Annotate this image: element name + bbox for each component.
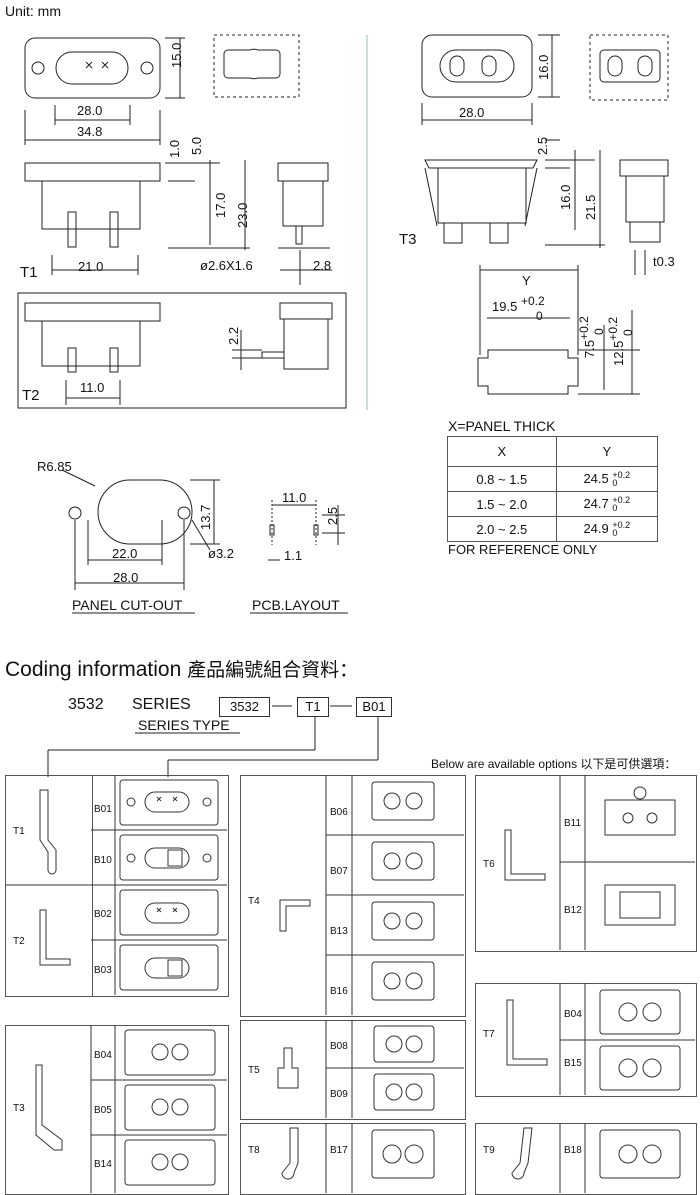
option-group-t5 — [240, 1020, 466, 1120]
option-code: B16 — [330, 986, 348, 997]
option-code: B04 — [564, 1009, 582, 1020]
t1-socket-outline — [55, 51, 129, 85]
option-group-t4 — [240, 775, 466, 1017]
ref-table-header-y: Y — [555, 436, 659, 467]
option-code: B08 — [330, 1041, 348, 1052]
code-box-terminal: T1 — [297, 697, 329, 717]
terminal-label: T6 — [483, 859, 495, 870]
dim-t1-pin: ø2.6X1.6 — [200, 258, 253, 273]
option-group-t6 — [475, 775, 697, 952]
t1-pin-left — [67, 211, 77, 248]
terminal-label: T8 — [248, 1145, 260, 1156]
terminal-label: T1 — [13, 826, 25, 837]
dim-pcb-11: 11.0 — [282, 490, 307, 505]
dim-t3-t0-3: t0.3 — [653, 254, 675, 269]
option-code: B03 — [94, 965, 112, 976]
t2-label: T2 — [22, 387, 40, 404]
t3-flange-outline — [421, 34, 533, 98]
option-code: B15 — [564, 1058, 582, 1069]
option-code: B06 — [330, 807, 348, 818]
option-code: B14 — [94, 1159, 112, 1170]
terminal-label: T4 — [248, 896, 260, 907]
pcb-title: PCB.LAYOUT — [252, 597, 340, 613]
option-code: B07 — [330, 866, 348, 877]
dim-t1-w21: 21.0 — [78, 259, 104, 274]
terminal-label: T2 — [13, 936, 25, 947]
series-number: 3532 — [68, 696, 104, 713]
option-code: B01 — [94, 804, 112, 815]
option-code: B13 — [330, 926, 348, 937]
panel-hole-outline — [477, 349, 579, 395]
dim-t2-11: 11.0 — [80, 380, 105, 395]
code-box-series: 3532 — [219, 697, 270, 717]
terminal-label: T3 — [13, 1103, 25, 1114]
option-code: B11 — [564, 818, 582, 829]
panel-hole-width: 19.5 +0.2 0 — [492, 294, 545, 323]
unit-label: Unit: mm — [5, 3, 61, 19]
option-code: B05 — [94, 1105, 112, 1116]
series-word: SERIES — [132, 696, 191, 713]
t1-pin-right — [109, 211, 119, 248]
dim-t1-w28: 28.0 — [77, 103, 103, 118]
dim-cutout-hole: ø3.2 — [208, 546, 235, 561]
dim-cutout-radius: R6.85 — [37, 459, 72, 474]
cutout-hole-right — [177, 506, 191, 520]
code-box-body: B01 — [356, 697, 392, 717]
t1-contact-mark-left — [85, 61, 93, 69]
t1-contact-mark-right — [101, 61, 109, 69]
option-code: B12 — [564, 905, 582, 916]
coding-heading: Coding information 產品編號組合資料： — [5, 658, 359, 681]
dim-t1-2-8: 2.8 — [313, 258, 332, 273]
panel-hole-y-label: Y — [522, 273, 531, 288]
option-group-t7 — [475, 983, 697, 1097]
options-note: Below are available options 以下是可供選項： — [431, 757, 677, 771]
series-type-label: SERIES TYPE — [138, 717, 230, 733]
ref-table-note: FOR REFERENCE ONLY — [448, 542, 598, 557]
t1-mount-hole-left — [31, 61, 45, 75]
dim-cutout-28: 28.0 — [113, 570, 139, 585]
t1-flange-outline — [24, 37, 161, 99]
terminal-label: T5 — [248, 1065, 260, 1076]
option-code: B10 — [94, 855, 112, 866]
cutout-title: PANEL CUT-OUT — [72, 597, 183, 613]
ref-table-header-x: X — [447, 436, 557, 467]
t3-flange-side — [424, 159, 538, 169]
terminal-label: T9 — [483, 1145, 495, 1156]
cutout-hole-left — [68, 506, 82, 520]
dim-t3-28: 28.0 — [459, 105, 485, 120]
t3-label: T3 — [399, 231, 417, 248]
ref-table-caption: X=PANEL THICK — [448, 418, 556, 434]
t2-frame — [17, 292, 347, 409]
option-code: B04 — [94, 1050, 112, 1061]
t1-rear-view-frame — [213, 34, 300, 98]
option-code: B18 — [564, 1145, 582, 1156]
dim-cutout-22: 22.0 — [112, 546, 138, 561]
t1-mount-hole-right — [140, 61, 154, 75]
t1-label: T1 — [20, 264, 38, 281]
option-code: B02 — [94, 909, 112, 920]
t3-rear-view-frame — [589, 34, 669, 101]
cutout-outline — [97, 479, 193, 545]
dim-t1-w34: 34.8 — [77, 124, 103, 139]
option-code: B17 — [330, 1145, 348, 1156]
option-code: B09 — [330, 1089, 348, 1100]
terminal-label: T7 — [483, 1029, 495, 1040]
dim-pcb-1-1: 1.1 — [284, 548, 303, 563]
